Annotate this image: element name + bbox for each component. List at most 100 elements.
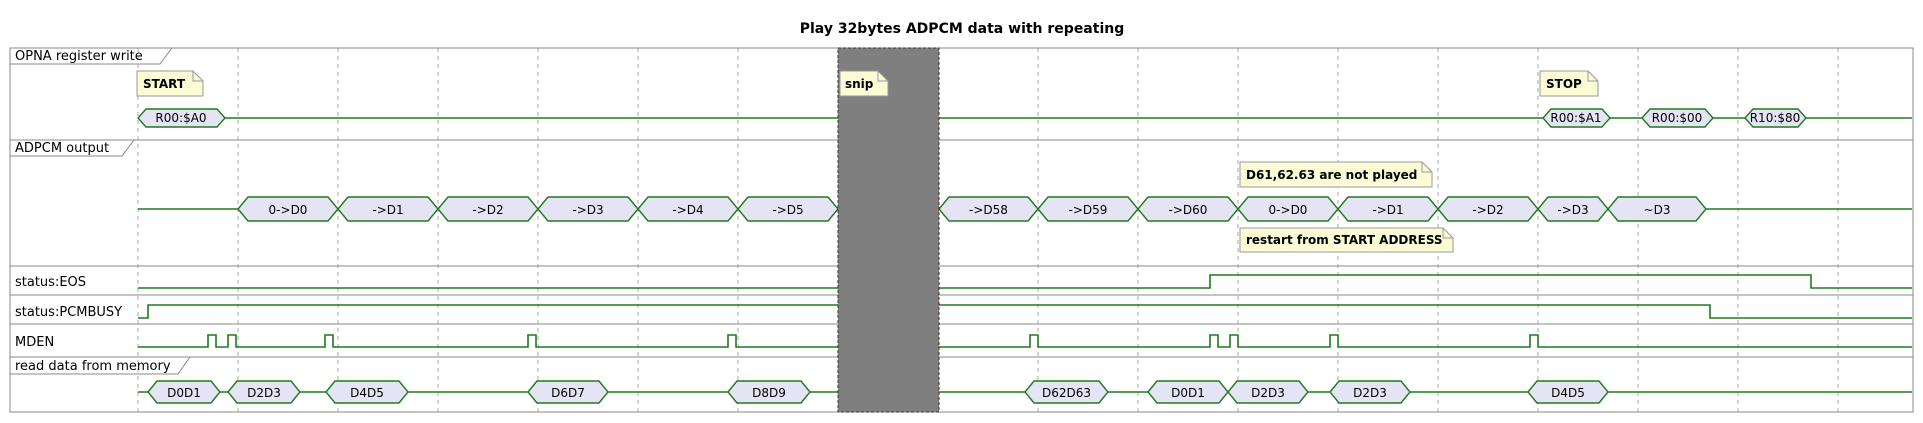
note-restart-fold [1442,228,1453,239]
row-labels: OPNA register write ADPCM output status:… [10,47,191,375]
adpcm-segment-label: ->D1 [1372,203,1403,217]
adpcm-segment: ->D2 [437,196,539,222]
adpcm-segment: 0->D0 [237,196,339,222]
reg-box-1 [1542,108,1611,128]
adpcm-segment-label: ->D4 [672,203,703,217]
memory-read-label: D0D1 [1171,386,1205,400]
row-label-memory: read data from memory [15,359,171,374]
memory-read-box [1527,380,1609,404]
adpcm-segment-label: 0->D0 [269,203,308,217]
note-snip-box [839,70,889,97]
memory-read-box [1227,380,1309,404]
adpcm-segment-label: ->D5 [772,203,803,217]
row-label-eos: status:EOS [15,275,86,290]
row-frames [9,47,1914,413]
memory-read-label: D0D1 [167,386,201,400]
row-frame-eos [9,265,1914,296]
memory-read-segment: D0D1 [147,380,221,404]
memory-read-segment: D2D3 [1227,380,1309,404]
adpcm-output-segments: 0->D0 ->D1 ->D2 ->D3 ->D4 ->D5 ->D58 ->D59 ->D60… [237,196,1707,222]
adpcm-segment: ->D1 [1337,196,1439,222]
note-not-played-box [1239,161,1433,188]
adpcm-segment: ->D3 [1537,196,1609,222]
adpcm-segment: ->D5 [737,196,839,222]
memory-read-segment: D2D3 [227,380,301,404]
memory-read-segment: D4D5 [1527,380,1609,404]
row-frame-register [9,47,1914,141]
row-frame-mden [9,323,1914,358]
row-frame-pcmbusy [9,294,1914,325]
memory-read-label: D4D5 [350,386,384,400]
adpcm-segment-label: ->D1 [372,203,403,217]
reg-label-3: R10:$80 [1750,111,1801,125]
adpcm-segment: ->D3 [537,196,639,222]
pcmbusy-waveform [138,304,1912,319]
reg-box-2 [1641,108,1714,128]
adpcm-segment-label: ->D2 [1472,203,1503,217]
note-snip-fold [877,71,888,82]
memory-read-box [227,380,301,404]
adpcm-segment: 0->D0 [1237,196,1339,222]
adpcm-segment: ->D2 [1437,196,1539,222]
adpcm-segment: ->D4 [637,196,739,222]
memory-read-label: D2D3 [1353,386,1387,400]
memory-read-segment: D2D3 [1329,380,1411,404]
note-start-fold [192,71,203,82]
row-label-register: OPNA register write [15,49,143,64]
adpcm-segment: ->D1 [337,196,439,222]
memory-read-segment: D6D7 [527,380,609,404]
memory-read-box [527,380,609,404]
adpcm-segment: ~D3 [1607,196,1707,222]
row-label-mden: MDEN [15,335,54,350]
memory-read-label: D4D5 [1551,386,1585,400]
note-stop: STOP [1546,77,1582,91]
adpcm-segment: ->D58 [938,196,1039,222]
diagram-title: Play 32bytes ADPCM data with repeating [800,21,1125,37]
reg-label-0: R00:$A0 [155,111,206,125]
note-not-played: D61,62.63 are not played [1246,168,1417,182]
memory-read-segment: D0D1 [1147,380,1229,404]
memory-read-box [727,380,811,404]
adpcm-segment-label: ->D2 [472,203,503,217]
snip-band [837,47,940,413]
memory-read-label: D8D9 [752,386,786,400]
reg-box-0 [137,108,226,128]
memory-read-segment: D4D5 [325,380,409,404]
adpcm-segment: ->D60 [1137,196,1239,222]
note-not-played-fold [1421,162,1432,173]
memory-read-segment: D62D63 [1024,380,1109,404]
adpcm-segment-label: ->D3 [572,203,603,217]
memory-read-segments: D0D1 D2D3 D4D5 D6D7 D8D9 D62D63 D0D1 D2D3 D2D3 D4… [147,380,1609,404]
adpcm-segment-label: ->D3 [1557,203,1588,217]
note-stop-fold [1587,71,1598,82]
note-stop-box [1539,70,1599,97]
memory-read-segment: D8D9 [727,380,811,404]
adpcm-segment-label: 0->D0 [1269,203,1308,217]
memory-read-box [1329,380,1411,404]
memory-read-box [1024,380,1109,404]
row-label-tab-memory [10,356,191,375]
memory-read-label: D6D7 [551,386,585,400]
note-start-box [136,70,204,97]
memory-read-label: D62D63 [1042,386,1091,400]
mden-waveform [138,334,1912,348]
adpcm-segment: ->D59 [1037,196,1139,222]
adpcm-segment-label: ->D59 [1069,203,1108,217]
adpcm-segment-label: ->D60 [1169,203,1208,217]
eos-waveform [138,274,1912,289]
memory-read-label: D2D3 [247,386,281,400]
row-label-tab-adpcm [10,139,135,157]
row-label-pcmbusy: status:PCMBUSY [15,305,122,320]
adpcm-segment-label: ~D3 [1644,203,1671,217]
reg-label-2: R00:$00 [1652,111,1703,125]
row-frame-memory [9,356,1914,413]
waveforms [138,117,1912,393]
reg-box-3 [1744,108,1807,128]
memory-read-label: D2D3 [1251,386,1285,400]
row-label-tab-register [10,47,173,65]
note-snip: snip [845,77,874,91]
adpcm-segment-box [1607,196,1707,222]
memory-read-box [325,380,409,404]
note-restart: restart from START ADDRESS [1246,233,1443,247]
